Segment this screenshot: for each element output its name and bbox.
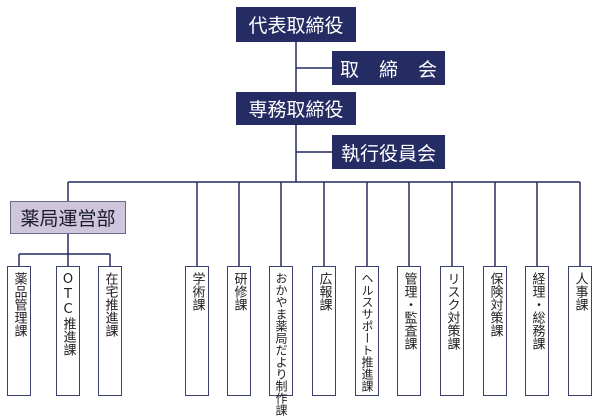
section-label: おかやま薬局だより制作課 xyxy=(274,272,288,416)
pharmacy-division-box: 薬局運営部 xyxy=(10,201,126,234)
section-label: 薬品管理課 xyxy=(11,272,27,337)
section-box-audit: 管理・監査課 xyxy=(397,266,421,396)
board-box: 取 締 会 xyxy=(332,51,445,85)
section-label: 経理・総務課 xyxy=(529,272,545,350)
section-label: 在宅推進課 xyxy=(102,272,118,337)
section-box-drug-management: 薬品管理課 xyxy=(7,266,31,396)
section-label: リスク対策課 xyxy=(444,272,460,350)
section-label: 保険対策課 xyxy=(487,272,503,337)
section-box-hr: 人事課 xyxy=(568,266,592,396)
section-box-insurance: 保険対策課 xyxy=(483,266,507,396)
section-label: 管理・監査課 xyxy=(401,272,417,350)
section-box-newsletter: おかやま薬局だより制作課 xyxy=(269,266,293,416)
section-box-academic: 学術課 xyxy=(185,266,209,396)
section-box-otc-promotion: OTC推進課 xyxy=(56,266,80,396)
section-box-accounting: 経理・総務課 xyxy=(525,266,549,396)
section-label: 学術課 xyxy=(189,272,205,311)
exec-committee-box: 執行役員会 xyxy=(332,135,445,169)
connector-lines xyxy=(18,42,581,266)
section-box-home-care: 在宅推進課 xyxy=(98,266,122,396)
section-box-health-support: ヘルスサポート推進課 xyxy=(355,266,379,396)
section-box-training: 研修課 xyxy=(227,266,251,396)
section-box-pr: 広報課 xyxy=(312,266,336,396)
section-box-risk: リスク対策課 xyxy=(440,266,464,396)
section-label: ヘルスサポート推進課 xyxy=(360,272,374,392)
section-label: 人事課 xyxy=(572,272,588,311)
senior-md-box: 専務取締役 xyxy=(236,92,356,125)
ceo-box: 代表取締役 xyxy=(236,7,356,42)
section-label: 広報課 xyxy=(316,272,332,311)
org-chart: 代表取締役 取 締 会 専務取締役 執行役員会 薬局運営部 薬品管理課 OTC推… xyxy=(7,7,592,416)
section-label: OTC推進課 xyxy=(60,272,76,356)
section-label: 研修課 xyxy=(231,272,247,311)
